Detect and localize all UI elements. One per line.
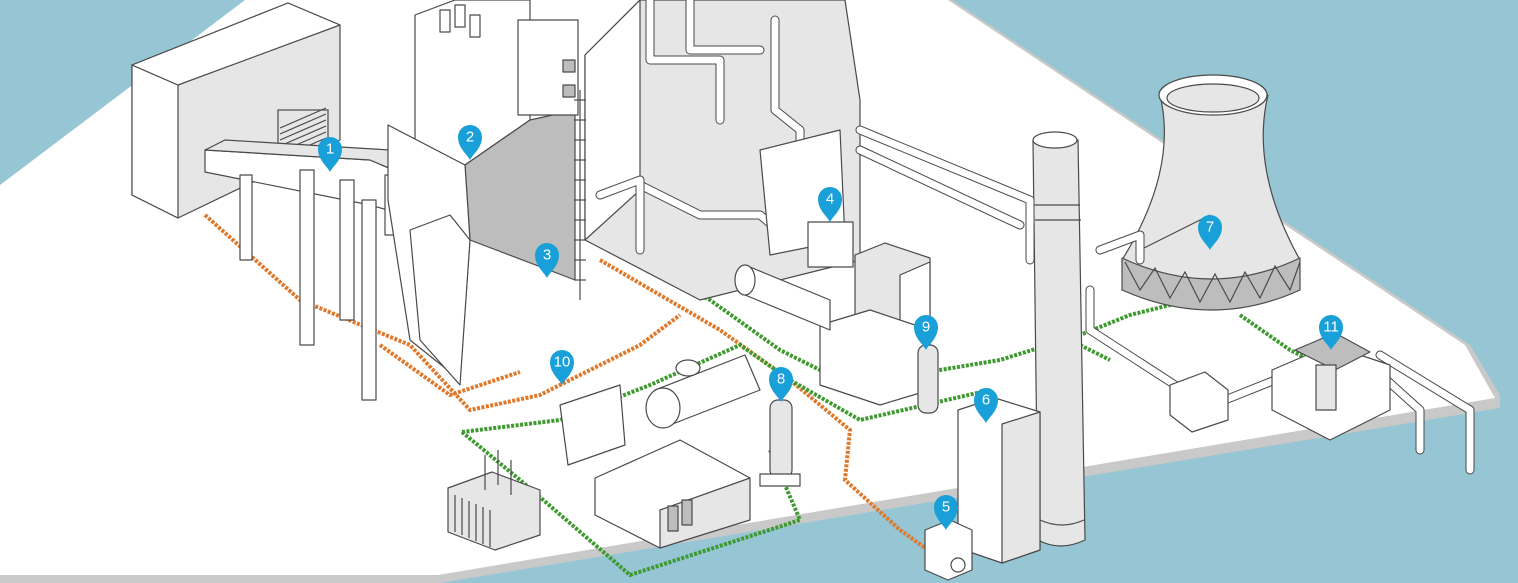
map-pin-icon (550, 350, 574, 385)
marker-11[interactable]: 11 (1319, 315, 1343, 350)
marker-label: 8 (777, 371, 785, 388)
green-cables (460, 263, 1321, 578)
map-pin-icon (1198, 215, 1222, 250)
marker-7[interactable]: 7 (1198, 215, 1222, 250)
low-building (594, 439, 751, 549)
transformer (447, 450, 541, 551)
marker-2[interactable]: 2 (458, 125, 482, 160)
marker-4[interactable]: 4 (818, 187, 842, 222)
cooling-tower (1121, 74, 1301, 311)
map-pin-icon (458, 125, 482, 160)
cooling-water-pipes (855, 125, 1475, 475)
marker-6[interactable]: 6 (974, 388, 998, 423)
marker-3[interactable]: 3 (535, 243, 559, 278)
marker-9[interactable]: 9 (914, 315, 938, 350)
boiler-house (387, 0, 579, 386)
map-pin-icon (318, 137, 342, 172)
map-pin-icon (535, 243, 559, 278)
marker-1[interactable]: 1 (318, 137, 342, 172)
marker-label: 3 (543, 247, 551, 264)
marker-label: 9 (922, 319, 930, 336)
chimney (1032, 131, 1086, 547)
map-pin-icon (1319, 315, 1343, 350)
map-pin-icon (974, 388, 998, 423)
marker-label: 4 (826, 191, 834, 208)
map-pin-icon (934, 495, 958, 530)
marker-8[interactable]: 8 (769, 367, 793, 402)
small-fan-unit (924, 519, 973, 581)
marker-10[interactable]: 10 (550, 350, 574, 385)
markers-layer: 1 2 3 4 5 6 7 8 9 10 11 (318, 125, 1343, 530)
marker-label: 7 (1206, 219, 1214, 236)
marker-label: 5 (942, 499, 950, 516)
marker-label: 10 (554, 354, 571, 371)
marker-label: 6 (982, 392, 990, 409)
map-pin-icon (818, 187, 842, 222)
marker-5[interactable]: 5 (934, 495, 958, 530)
map-pin-icon (769, 367, 793, 402)
marker-label: 2 (466, 129, 474, 146)
marker-label: 11 (1323, 319, 1339, 336)
map-pin-icon (914, 315, 938, 350)
marker-label: 1 (326, 141, 334, 158)
horizontal-vessels (559, 264, 831, 466)
